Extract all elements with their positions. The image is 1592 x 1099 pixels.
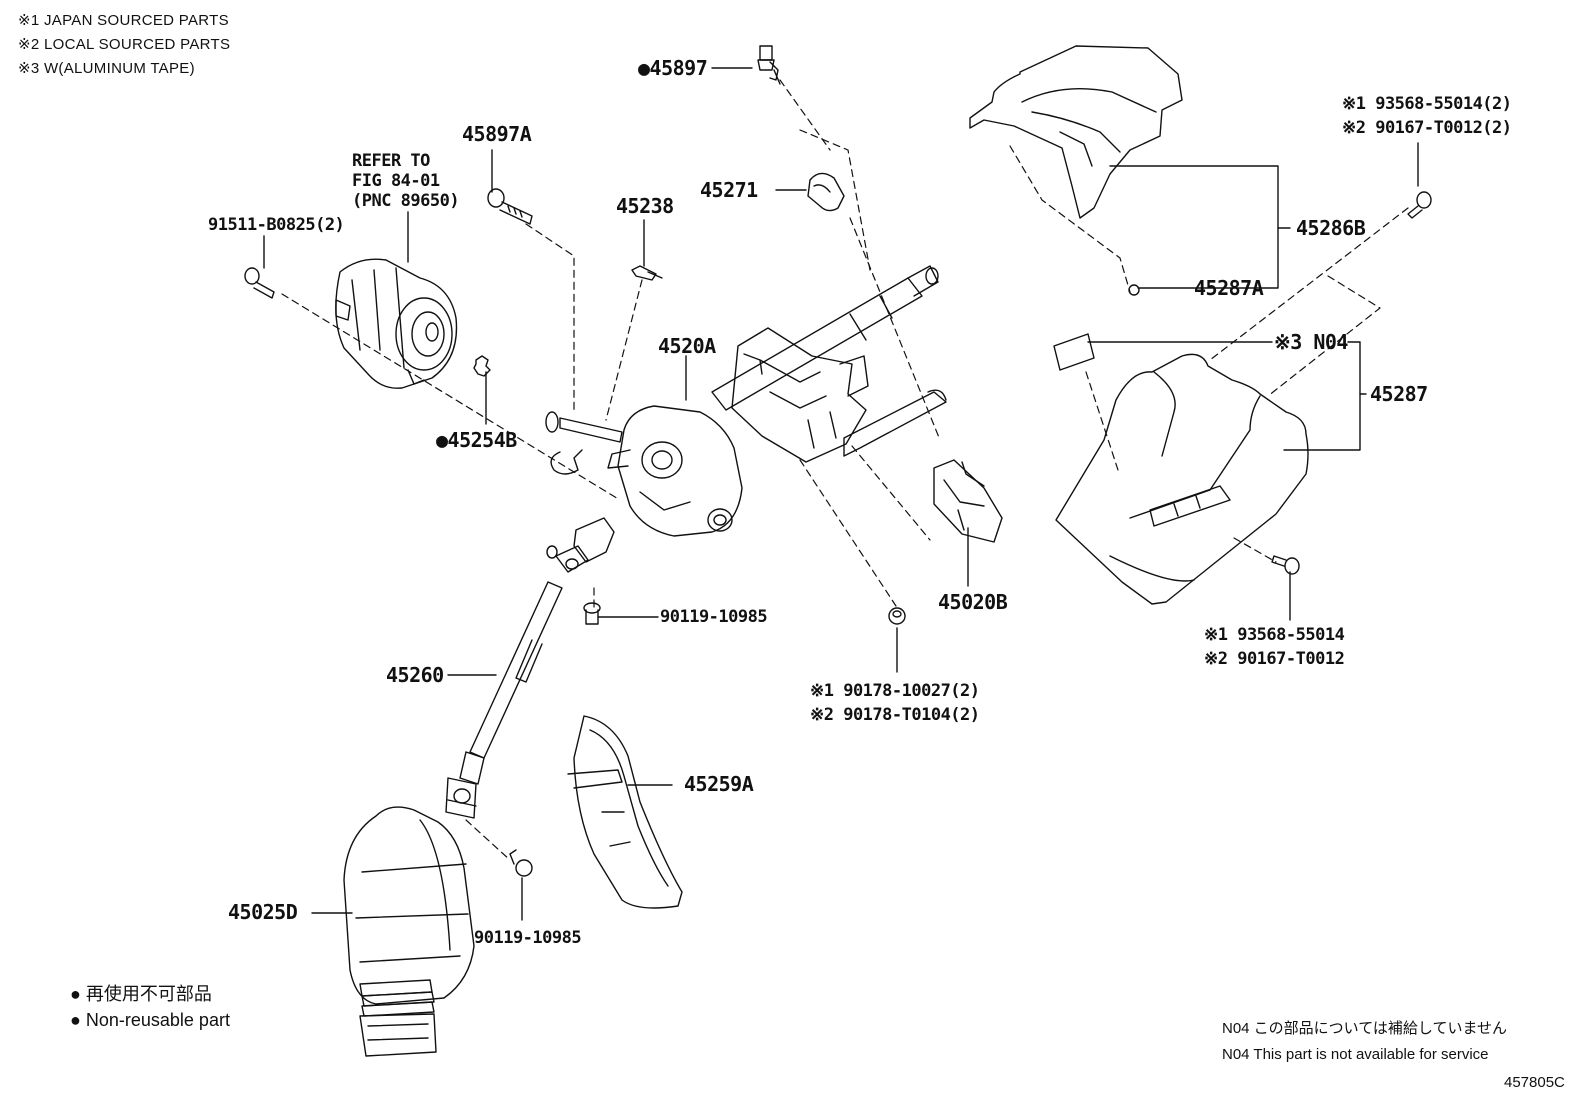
part-label-93568-upper[interactable]: ※1 93568-55014(2) bbox=[1342, 94, 1512, 114]
part-label-45287A[interactable]: 45287A bbox=[1194, 276, 1264, 300]
switch-45020B bbox=[933, 459, 1003, 543]
part-label-45238[interactable]: 45238 bbox=[616, 194, 674, 218]
bolt-91511 bbox=[244, 267, 275, 299]
bolt-93568-upper bbox=[1407, 191, 1432, 219]
boot-45025D bbox=[343, 806, 475, 1057]
refer-line-1: REFER TO bbox=[352, 151, 430, 171]
bolt-90119-lower bbox=[509, 849, 533, 877]
tape-N04 bbox=[1053, 333, 1095, 371]
legend-non-reusable-en: ● Non-reusable part bbox=[70, 1010, 230, 1030]
part-label-90119-lower[interactable]: 90119-10985 bbox=[474, 928, 582, 948]
intermediate-shaft-45260 bbox=[445, 517, 615, 819]
clip-45287A bbox=[1128, 284, 1140, 296]
part-label-91511[interactable]: 91511-B0825(2) bbox=[208, 215, 345, 235]
bolt-45897 bbox=[757, 45, 781, 85]
bracket-45271 bbox=[807, 172, 845, 212]
part-label-45286B[interactable]: 45286B bbox=[1296, 216, 1366, 240]
clip-45254B bbox=[473, 355, 491, 377]
footnote-n04-jp: N04 この部品については補給していません bbox=[1222, 1020, 1508, 1037]
part-label-45271[interactable]: 45271 bbox=[700, 178, 758, 202]
part-label-93568-lower[interactable]: ※1 93568-55014 bbox=[1204, 625, 1345, 645]
part-label-90167-lower[interactable]: ※2 90167-T0012 bbox=[1204, 649, 1345, 669]
part-label-45259A[interactable]: 45259A bbox=[684, 772, 754, 796]
part-label-45897A[interactable]: 45897A bbox=[462, 122, 532, 146]
note-japan-sourced: ※1 JAPAN SOURCED PARTS bbox=[18, 12, 229, 29]
part-label-90178-t0104[interactable]: ※2 90178-T0104(2) bbox=[810, 705, 980, 725]
clip-45238 bbox=[631, 265, 663, 281]
cover-45259A bbox=[567, 715, 683, 909]
figure-id: 457805C bbox=[1504, 1074, 1565, 1091]
part-label-N04[interactable]: ※3 N04 bbox=[1274, 330, 1348, 354]
bolt-45897A bbox=[487, 188, 533, 225]
part-label-45260[interactable]: 45260 bbox=[386, 663, 444, 687]
motor-assembly bbox=[335, 258, 458, 389]
part-label-90119-upper[interactable]: 90119-10985 bbox=[660, 607, 768, 627]
refer-line-2: FIG 84-01 bbox=[352, 171, 440, 191]
upper-cover-45286B bbox=[969, 45, 1183, 219]
lower-cover-45287 bbox=[1055, 353, 1309, 605]
part-label-45020B[interactable]: 45020B bbox=[938, 590, 1008, 614]
part-label-90178-10027[interactable]: ※1 90178-10027(2) bbox=[810, 681, 980, 701]
note-aluminum-tape: ※3 W(ALUMINUM TAPE) bbox=[18, 60, 195, 77]
part-label-45287[interactable]: 45287 bbox=[1370, 382, 1428, 406]
part-label-4520A[interactable]: 4520A bbox=[658, 334, 716, 358]
bolt-90119-upper bbox=[583, 602, 601, 625]
legend-non-reusable-jp: ● 再使用不可部品 bbox=[70, 984, 212, 1004]
nut-90178 bbox=[888, 607, 906, 625]
part-label-45254B[interactable]: ●45254B bbox=[436, 428, 517, 452]
bolt-93568-lower bbox=[1271, 555, 1300, 575]
part-label-45897[interactable]: ●45897 bbox=[638, 56, 708, 80]
note-local-sourced: ※2 LOCAL SOURCED PARTS bbox=[18, 36, 231, 53]
part-label-45025D[interactable]: 45025D bbox=[228, 900, 298, 924]
part-label-90167-upper[interactable]: ※2 90167-T0012(2) bbox=[1342, 118, 1512, 138]
footnote-n04-en: N04 This part is not available for servi… bbox=[1222, 1046, 1489, 1063]
refer-line-3: (PNC 89650) bbox=[352, 191, 460, 211]
steering-column-4520A bbox=[545, 265, 947, 537]
